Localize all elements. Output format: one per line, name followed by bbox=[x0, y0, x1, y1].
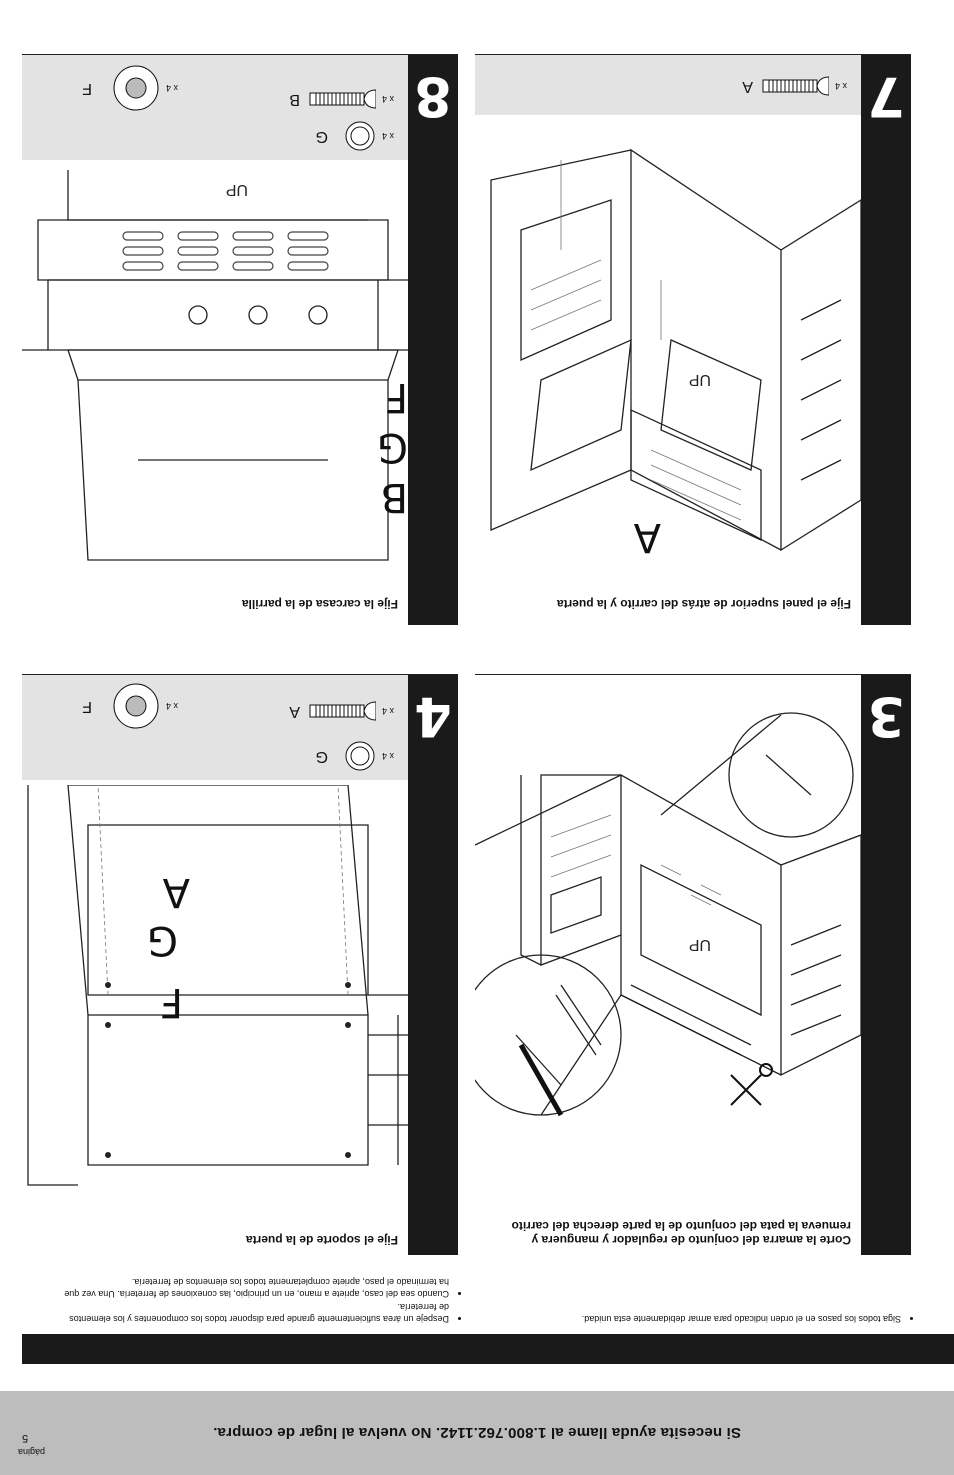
part-f: F x 4 bbox=[82, 682, 178, 730]
scissors-handle-icon bbox=[759, 1063, 773, 1077]
step-7: 7 Fije el panel superior de atrás del ca… bbox=[475, 54, 911, 625]
part-letter: G bbox=[315, 128, 328, 145]
step-number-box: 8 bbox=[408, 55, 458, 625]
part-g: G x 4 bbox=[316, 740, 394, 772]
part-letter: F bbox=[82, 698, 92, 715]
step-3-illustration: UP bbox=[475, 680, 861, 1195]
callout-a: A bbox=[633, 514, 661, 560]
part-letter: B bbox=[289, 91, 300, 108]
callout-f: F bbox=[159, 979, 183, 1025]
step-number-box: 3 bbox=[861, 675, 911, 1255]
callout-g: G bbox=[377, 424, 408, 470]
step-number-box: 7 bbox=[861, 55, 911, 625]
part-b: B x 4 bbox=[289, 88, 394, 110]
part-letter: A bbox=[289, 703, 300, 720]
part-letter: F bbox=[82, 80, 92, 97]
washer-icon bbox=[113, 65, 159, 111]
page-number: 5 bbox=[22, 1432, 29, 1444]
part-g: G x 4 bbox=[316, 120, 394, 152]
part-a: A x 4 bbox=[742, 75, 847, 97]
step-4: 4 Fije el soporte de la puerta bbox=[22, 674, 458, 1255]
instruction-item: Despeje un área suficientemente grande p… bbox=[59, 1301, 449, 1325]
washer-icon bbox=[113, 683, 159, 729]
instruction-item: Cuando sea del caso, apriete a mano, en … bbox=[59, 1276, 449, 1300]
step-number: 4 bbox=[414, 685, 452, 748]
part-letter: A bbox=[742, 78, 753, 95]
step-3: 3 Corte la amarra del conjunto de regula… bbox=[475, 674, 911, 1255]
parts-panel: A x 4 bbox=[475, 55, 861, 115]
callout-a: A bbox=[162, 869, 190, 915]
part-letter: G bbox=[315, 748, 328, 765]
step-title: Fije el soporte de la puerta bbox=[245, 1233, 398, 1247]
part-qty: x 4 bbox=[381, 706, 394, 716]
part-qty: x 4 bbox=[165, 83, 178, 93]
lock-washer-icon bbox=[345, 121, 375, 151]
up-label: UP bbox=[689, 371, 711, 388]
step-number: 7 bbox=[867, 65, 905, 128]
instruction-item: Siga todos los pasos en el orden indicad… bbox=[491, 1313, 901, 1325]
step-4-illustration: A G F bbox=[22, 785, 408, 1225]
step-8-illustration: UP B G F bbox=[22, 170, 408, 580]
instructions-left: Siga todos los pasos en el orden indicad… bbox=[491, 1312, 911, 1325]
instructions-right: Despeje un área suficientemente grande p… bbox=[59, 1275, 459, 1325]
part-qty: x 4 bbox=[165, 701, 178, 711]
bolt-icon bbox=[762, 76, 829, 96]
part-f: F x 4 bbox=[82, 64, 178, 112]
footer-band: Si necesita ayuda llame al 1.800.762.114… bbox=[0, 1391, 954, 1475]
part-qty: x 4 bbox=[381, 94, 394, 104]
parts-panel: A x 4 F x 4 G bbox=[22, 675, 408, 780]
part-qty: x 4 bbox=[381, 751, 394, 761]
step-7-illustration: UP A bbox=[475, 120, 861, 580]
bolt-icon bbox=[309, 701, 376, 721]
step-8: 8 Fije la carcasa de la parrilla bbox=[22, 54, 458, 625]
step-title: Corte la amarra del conjunto de regulado… bbox=[511, 1219, 851, 1247]
step-title: Fije el panel superior de atrás del carr… bbox=[556, 597, 851, 611]
callout-f: F bbox=[384, 374, 408, 420]
lock-washer-icon bbox=[345, 741, 375, 771]
step-number: 8 bbox=[414, 65, 452, 128]
page-label: página bbox=[18, 1447, 46, 1457]
scissors-icon bbox=[730, 1074, 762, 1106]
part-qty: x 4 bbox=[834, 81, 847, 91]
part-a: A x 4 bbox=[289, 700, 394, 722]
part-qty: x 4 bbox=[381, 131, 394, 141]
callout-b: B bbox=[380, 474, 408, 520]
step-number: 3 bbox=[867, 685, 905, 748]
bolt-icon bbox=[309, 89, 376, 109]
step-title: Fije la carcasa de la parrilla bbox=[241, 597, 398, 611]
section-bar bbox=[22, 1334, 954, 1364]
screwdriver-icon bbox=[518, 1043, 564, 1117]
help-line: Si necesita ayuda llame al 1.800.762.114… bbox=[213, 1424, 742, 1441]
up-label: UP bbox=[689, 936, 711, 953]
callout-g: G bbox=[147, 917, 178, 963]
up-label: UP bbox=[226, 181, 248, 198]
step-number-box: 4 bbox=[408, 675, 458, 1255]
parts-panel: B x 4 F x 4 G bbox=[22, 55, 408, 160]
